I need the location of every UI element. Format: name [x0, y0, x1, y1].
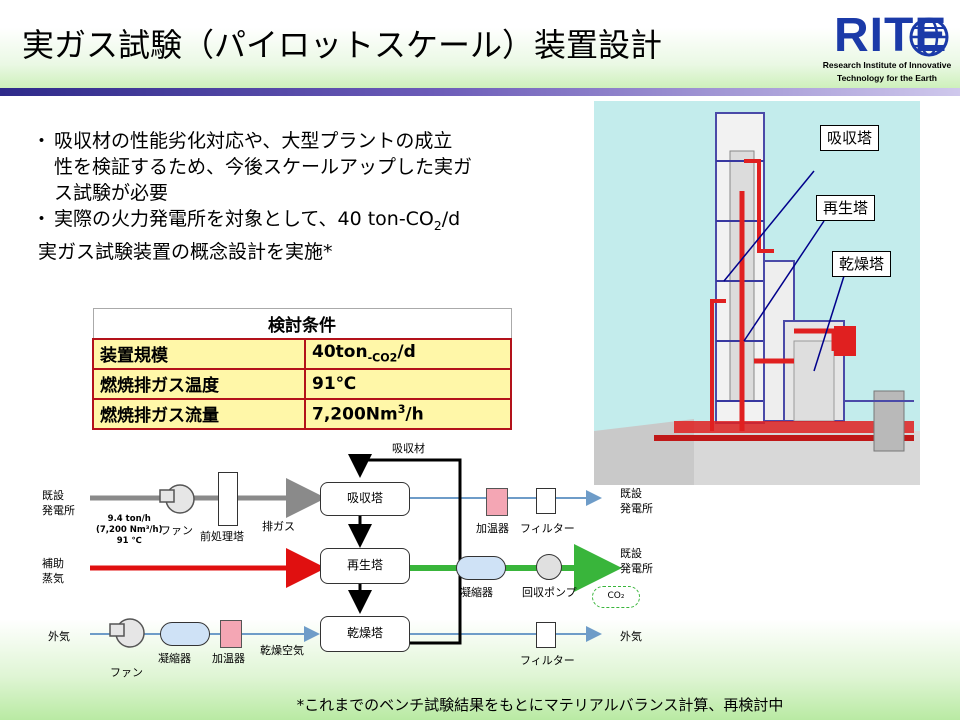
tower-label-dryer: 乾燥塔: [832, 251, 892, 277]
bullet-list: 吸収材の性能劣化対応や、大型プラントの成立 性を検証するため、今後スケールアップ…: [32, 128, 550, 265]
condition-label: 装置規模: [92, 337, 306, 370]
filter-icon: [536, 622, 556, 648]
label-existing-plant-in: 既設発電所: [42, 489, 75, 517]
table-row: 燃焼排ガス温度 91℃: [92, 367, 512, 400]
label-filter-1: フィルター: [520, 522, 575, 535]
label-condenser-2: 凝縮器: [158, 652, 191, 665]
label-recovery-pump: 回収ポンプ: [522, 586, 577, 599]
label-heater-2: 加温器: [212, 652, 245, 665]
label-flow-conditions: 9.4 ton/h(7,200 Nm³/h)91 ℃: [96, 514, 163, 546]
tower-label-regenerator: 再生塔: [816, 195, 876, 221]
fan-icon: [109, 618, 145, 648]
label-fan-1: ファン: [160, 524, 193, 537]
globe-icon: [909, 17, 949, 57]
conditions-header: 検討条件: [92, 308, 512, 339]
label-aux-steam: 補助蒸気: [42, 557, 64, 585]
condenser-icon: [160, 622, 210, 646]
condition-label: 燃焼排ガス流量: [92, 397, 306, 430]
label-outside-air-out: 外気: [620, 630, 642, 643]
label-flue-gas: 排ガス: [262, 520, 295, 533]
tower-label-absorber: 吸収塔: [820, 125, 880, 151]
label-dry-air: 乾燥空気: [260, 644, 304, 657]
regenerator-box: 再生塔: [320, 548, 410, 584]
label-existing-plant-out-1: 既設発電所: [620, 487, 653, 515]
rite-logo: RITE Research Institute of Innovative Te…: [822, 8, 952, 88]
heater-icon: [220, 620, 242, 648]
filter-icon: [536, 488, 556, 514]
pilot-plant-3d-icon: [594, 112, 920, 485]
label-pretreatment: 前処理塔: [200, 530, 244, 543]
label-existing-plant-out-2: 既設発電所: [620, 547, 653, 575]
plant-illustration: 吸収塔 再生塔 乾燥塔: [594, 101, 920, 485]
logo-subtitle-1: Research Institute of Innovative: [822, 60, 952, 70]
label-heater-1: 加温器: [476, 522, 509, 535]
footnote: *これまでのベンチ試験結果をもとにマテリアルバランス計算、再検討中: [296, 696, 784, 714]
bullet-2: 実際の火力発電所を対象として、40 ton-CO2/d: [32, 206, 550, 239]
condition-label: 燃焼排ガス温度: [92, 367, 306, 400]
table-row: 燃焼排ガス流量 7,200Nm3/h: [92, 397, 512, 430]
bullet-1: 吸収材の性能劣化対応や、大型プラントの成立 性を検証するため、今後スケールアップ…: [32, 128, 550, 206]
label-fan-2: ファン: [110, 666, 143, 679]
heater-icon: [486, 488, 508, 516]
conditions-header-row: 検討条件: [92, 308, 512, 339]
bullet-2-continuation: 実ガス試験装置の概念設計を実施*: [38, 240, 333, 263]
label-outside-air-in: 外気: [48, 630, 70, 643]
pump-icon: [536, 554, 562, 580]
pretreatment-tower-icon: [218, 472, 238, 526]
condition-value: 40ton-CO2/d: [304, 337, 512, 370]
fan-icon: [159, 484, 195, 514]
logo-subtitle-2: Technology for the Earth: [837, 73, 937, 83]
process-flow-diagram: 吸収材 既設発電所 9.4 ton/h(7,200 Nm³/h)91 ℃ ファン…: [40, 438, 690, 688]
condition-value: 7,200Nm3/h: [304, 397, 512, 430]
label-condenser-1: 凝縮器: [460, 586, 493, 599]
absorber-box: 吸収塔: [320, 482, 410, 516]
conditions-table: 検討条件 装置規模 40ton-CO2/d 燃焼排ガス温度 91℃ 燃焼排ガス流…: [92, 308, 512, 430]
co2-cloud: CO₂: [592, 586, 640, 608]
dryer-box: 乾燥塔: [320, 616, 410, 652]
page-title: 実ガス試験（パイロットスケール）装置設計: [22, 26, 663, 64]
condition-value: 91℃: [304, 367, 512, 400]
label-absorbent: 吸収材: [392, 442, 425, 455]
condenser-icon: [456, 556, 506, 580]
label-filter-2: フィルター: [520, 654, 575, 667]
table-row: 装置規模 40ton-CO2/d: [92, 337, 512, 370]
title-rule: [0, 88, 960, 96]
title-band: [0, 0, 960, 92]
